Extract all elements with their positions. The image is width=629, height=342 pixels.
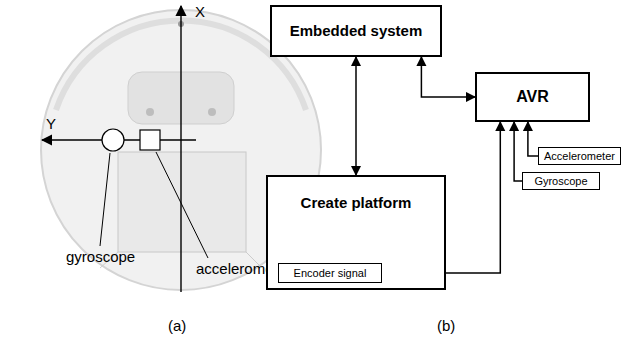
controller-box: AVR xyxy=(475,72,590,122)
box-text: Embedded system xyxy=(290,23,423,40)
accelerometer-symbol xyxy=(140,130,160,150)
box-text: Create platform xyxy=(268,195,444,212)
x-axis xyxy=(180,6,181,292)
leader-line xyxy=(100,153,110,246)
panel-label: (a) xyxy=(168,318,186,335)
panel-label: (b) xyxy=(437,318,455,335)
part-label: gyroscope xyxy=(66,249,135,266)
axis-label: X xyxy=(195,4,205,21)
leader-line xyxy=(156,152,208,258)
cargo-bay xyxy=(118,152,246,252)
box-text: Encoder signal xyxy=(294,267,367,279)
robot-button xyxy=(208,108,216,116)
box-text: Accelerometer xyxy=(544,150,615,162)
gyroscope-symbol xyxy=(102,129,124,151)
connector-arrow xyxy=(355,57,357,175)
connector-arrow xyxy=(528,122,538,156)
sensor-box: Gyroscope xyxy=(522,172,600,190)
box-text: Gyroscope xyxy=(534,175,587,187)
box-text: AVR xyxy=(516,88,549,106)
connector-arrow xyxy=(421,57,475,97)
system-box: Embedded system xyxy=(270,5,442,57)
sensor-box: Accelerometer xyxy=(538,147,621,165)
platform-box: Create platformEncoder signal xyxy=(266,175,446,290)
signal-box: Encoder signal xyxy=(278,263,382,283)
connector-arrow xyxy=(514,122,522,181)
axis-label: Y xyxy=(46,116,56,133)
robot-button xyxy=(146,108,154,116)
